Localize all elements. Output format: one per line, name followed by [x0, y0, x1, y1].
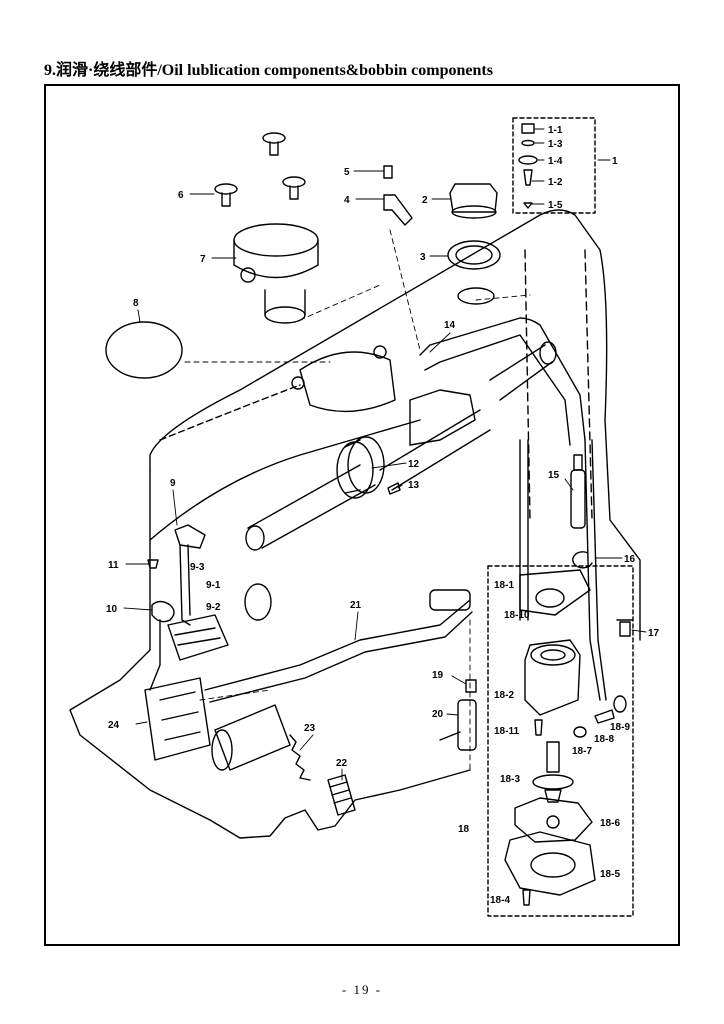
diagram-frame — [44, 84, 680, 946]
callout-4: 4 — [344, 195, 350, 206]
callout-18-5: 18-5 — [600, 869, 620, 880]
callout-7: 7 — [200, 254, 206, 265]
callout-20: 20 — [432, 709, 444, 720]
callout-18-11: 18-11 — [494, 726, 519, 737]
callout-1-2: 1-2 — [548, 177, 563, 188]
part-23-shape — [289, 734, 311, 781]
part-18-4-shape — [522, 889, 531, 906]
part-18-7-shape — [573, 726, 587, 738]
callout-1-3: 1-3 — [548, 139, 563, 150]
part-10-shape — [151, 600, 175, 623]
callout-18-9: 18-9 — [610, 722, 630, 733]
part-2-shape — [449, 183, 498, 219]
machine-body-outline — [69, 209, 641, 839]
part-18-5-shape — [504, 831, 596, 896]
lower-bushing — [211, 704, 291, 771]
callout-leaders — [123, 128, 647, 781]
callout-18-7: 18-7 — [572, 746, 592, 757]
part-5-shape — [383, 165, 393, 179]
part-18-8-shape — [594, 709, 615, 724]
callout-1-1: 1-1 — [548, 125, 563, 136]
page-number: - 19 - — [341, 982, 383, 997]
part-21-shape — [204, 599, 473, 703]
part-22-shape — [327, 774, 356, 816]
part-3-shape — [447, 240, 501, 270]
part-18-11-shape — [534, 719, 543, 736]
part-19-shape — [465, 679, 477, 693]
part-15-shape — [570, 454, 586, 529]
callout-14: 14 — [444, 320, 456, 331]
callout-2: 2 — [422, 195, 428, 206]
callout-23: 23 — [304, 723, 316, 734]
oil-tube-vertical — [519, 439, 529, 621]
callout-8: 8 — [133, 298, 139, 309]
part-14-shape — [419, 317, 586, 446]
part-18-3-shape — [532, 741, 574, 803]
callout-17: 17 — [648, 628, 660, 639]
part-17-shape — [616, 619, 634, 637]
callout-9: 9 — [170, 478, 176, 489]
callout-22: 22 — [336, 758, 348, 769]
callout-6: 6 — [178, 190, 184, 201]
lower-oval — [244, 583, 272, 621]
callout-9-1: 9-1 — [206, 580, 221, 591]
callout-18: 18 — [458, 824, 470, 835]
section-title: 9.润滑·绕线部件/Oil lublication components&bob… — [44, 62, 493, 79]
oil-tube-right — [584, 439, 607, 701]
upper-window — [291, 345, 396, 413]
part-9-shapes — [167, 524, 229, 661]
part-18-9-shape — [613, 695, 627, 713]
callout-18-1: 18-1 — [494, 580, 514, 591]
part-8-shape — [105, 321, 183, 379]
part-18-2-shape — [524, 639, 581, 716]
callout-18-8: 18-8 — [594, 734, 614, 745]
callout-1-5: 1-5 — [548, 200, 563, 211]
callout-18-2: 18-2 — [494, 690, 514, 701]
callout-18-10: 18-10 — [504, 610, 530, 621]
part-11-shape — [147, 559, 159, 569]
part-18-1-shape — [519, 569, 591, 616]
part-18-10-shape — [535, 588, 565, 608]
callout-16: 16 — [624, 554, 636, 565]
callout-3: 3 — [420, 252, 426, 263]
arm-shaft — [245, 341, 557, 551]
part-4-shape — [383, 194, 413, 226]
callout-24: 24 — [108, 720, 120, 731]
part-7-shape — [233, 223, 319, 324]
part-24-shape — [144, 677, 211, 761]
part-1-shapes — [518, 123, 538, 209]
callout-5: 5 — [344, 167, 350, 178]
callout-15: 15 — [548, 470, 560, 481]
assembly-1-box — [512, 117, 596, 214]
callout-21: 21 — [350, 600, 362, 611]
screw-shapes — [214, 132, 306, 207]
callout-labels: 1 1-1 1-3 1-4 1-2 1-5 2 3 4 5 6 7 8 14 1… — [106, 125, 660, 906]
leader-lines — [184, 229, 531, 771]
part-21-fitting — [429, 589, 471, 611]
callout-19: 19 — [432, 670, 444, 681]
callout-11: 11 — [108, 560, 119, 571]
assembly-18-box — [487, 565, 634, 917]
callout-18-6: 18-6 — [600, 818, 620, 829]
callout-9-3: 9-3 — [190, 562, 205, 573]
callout-9-2: 9-2 — [206, 602, 221, 613]
part-20-shape — [439, 699, 477, 751]
callout-18-4: 18-4 — [490, 895, 510, 906]
callout-13: 13 — [408, 480, 420, 491]
callout-1-4: 1-4 — [548, 156, 563, 167]
exploded-parts-diagram: 1 1-1 1-3 1-4 1-2 1-5 2 3 4 5 6 7 8 14 1… — [69, 117, 660, 917]
callout-12: 12 — [408, 459, 420, 470]
callout-18-3: 18-3 — [500, 774, 520, 785]
callout-10: 10 — [106, 604, 118, 615]
part-18-6-shape — [514, 797, 593, 843]
oil-opening — [457, 287, 495, 305]
callout-1: 1 — [612, 156, 618, 167]
part-12-shape — [336, 436, 385, 499]
part-13-shape — [387, 482, 401, 495]
